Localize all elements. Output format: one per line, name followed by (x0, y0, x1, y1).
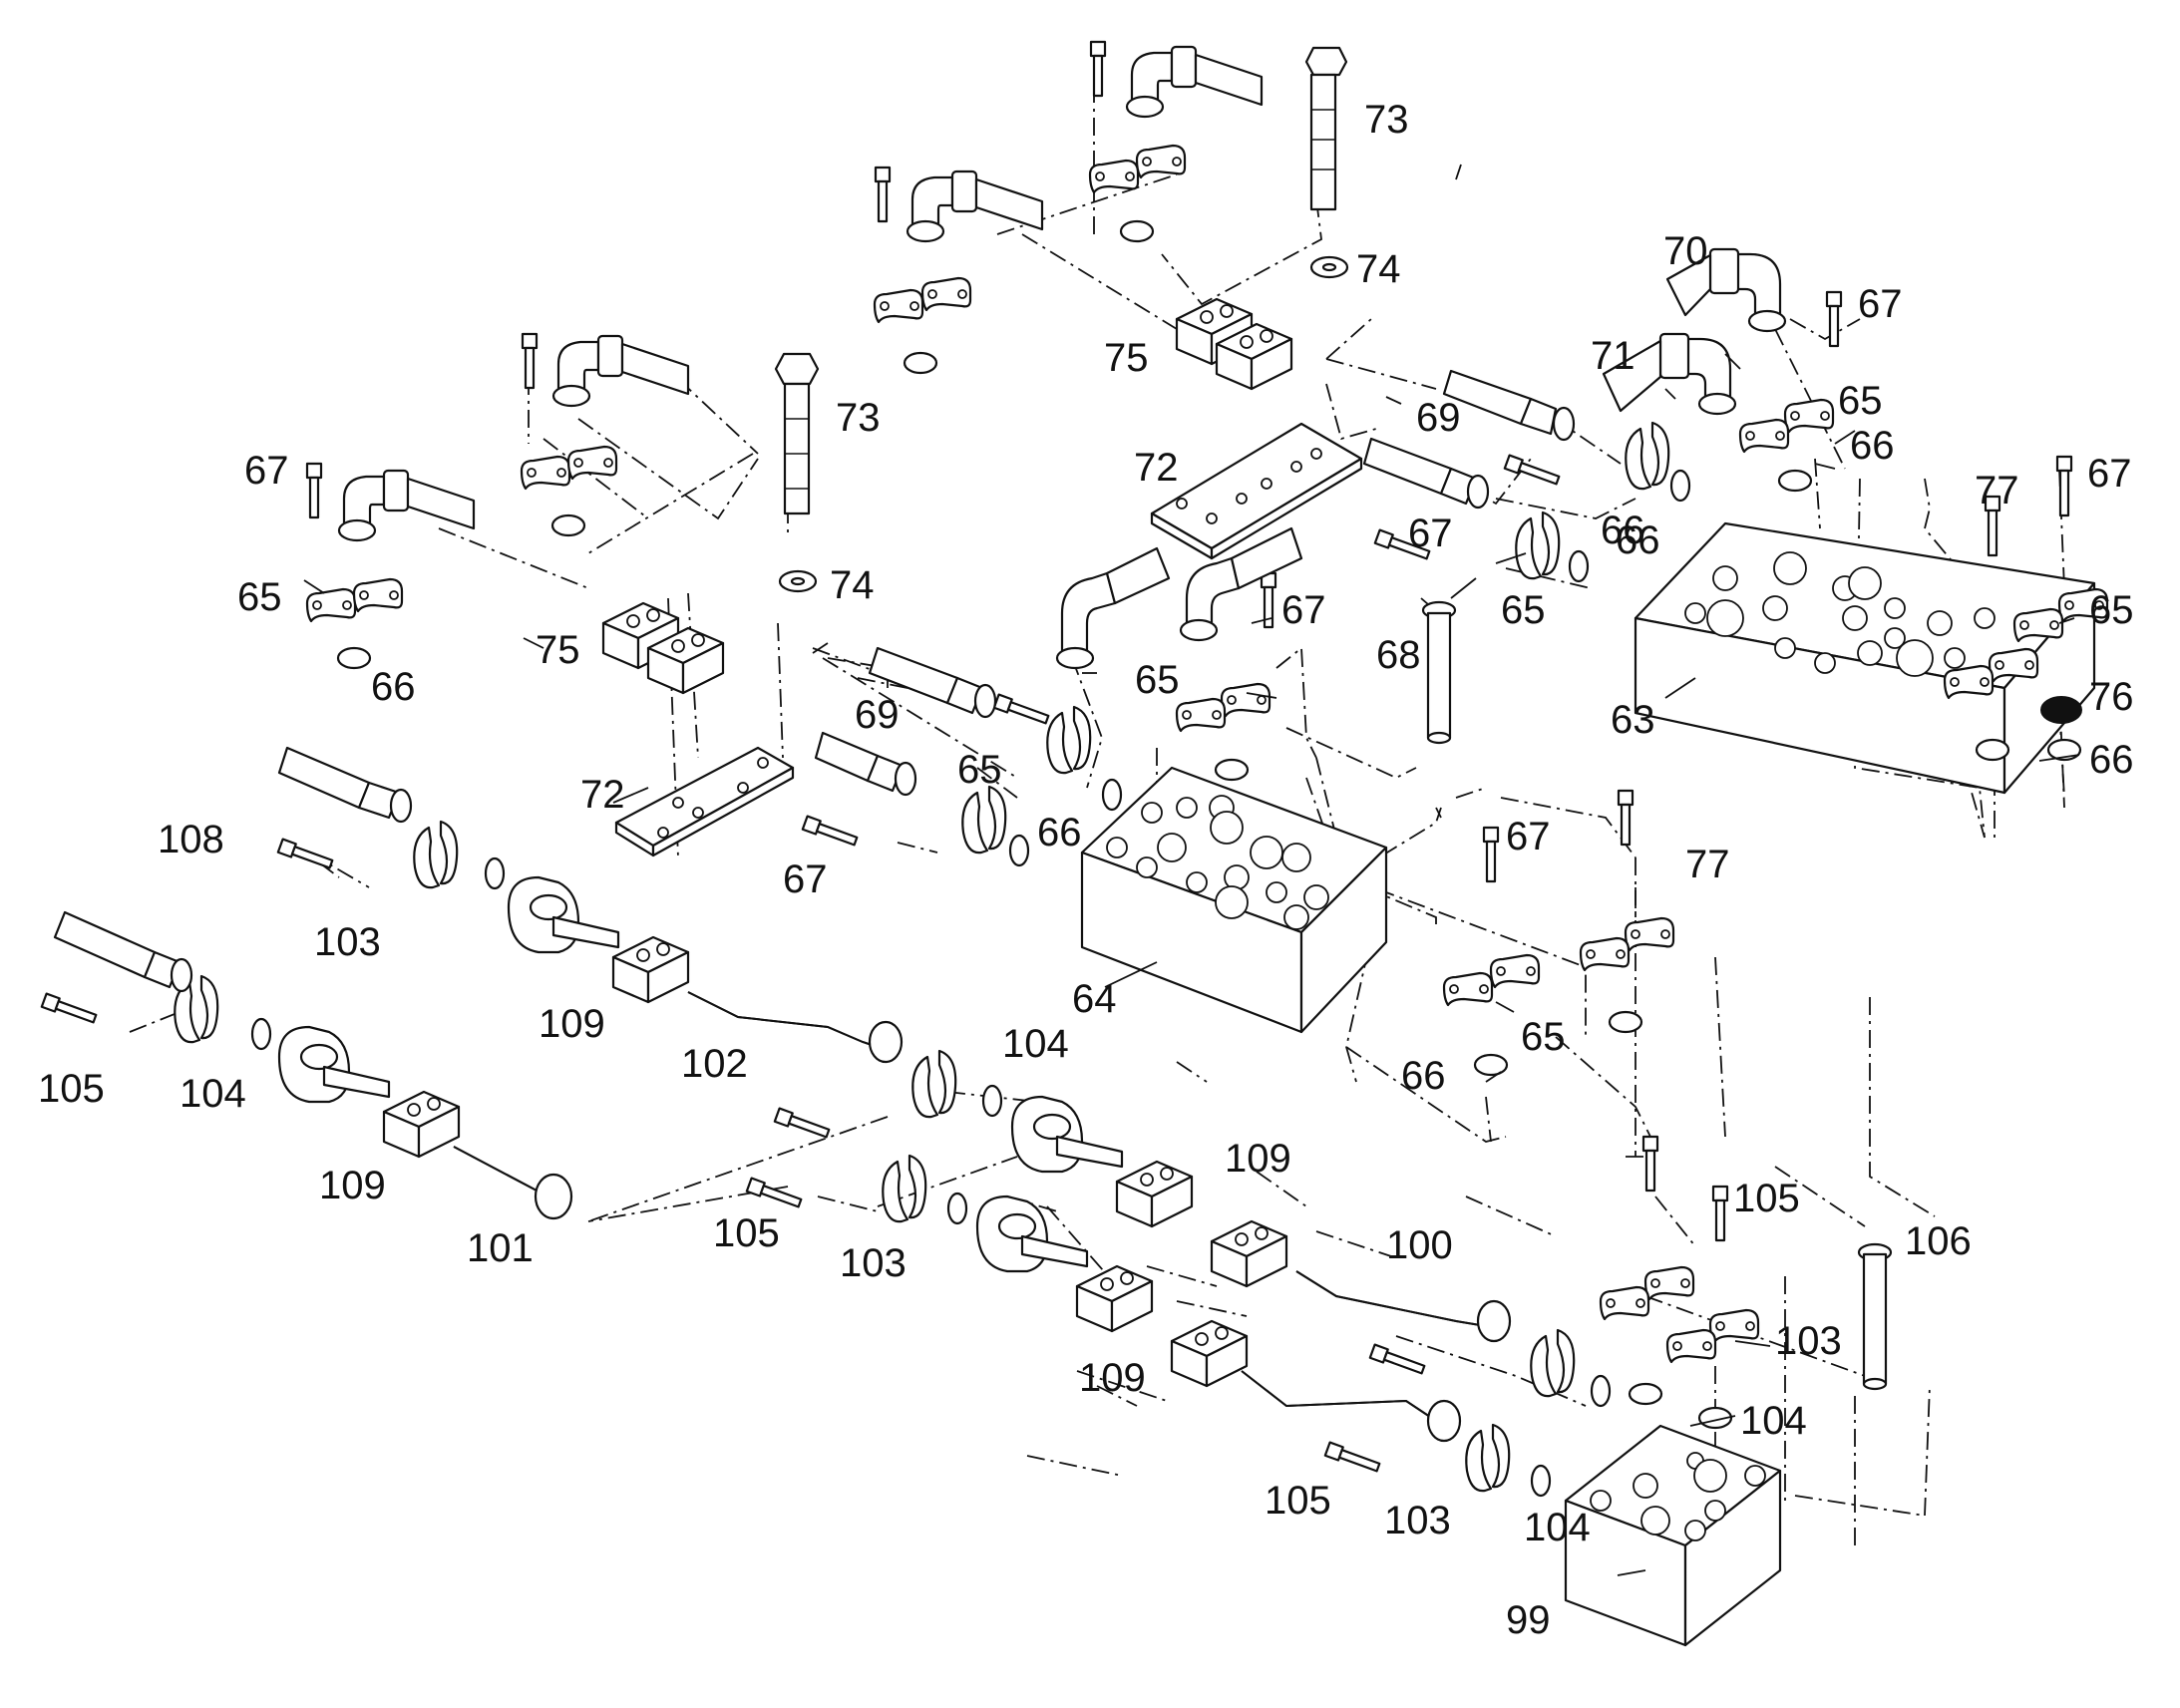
callout-105-b: 105 (1733, 1177, 1800, 1220)
callout-63: 63 (1611, 698, 1655, 742)
split-flange-clamps (174, 421, 1670, 1493)
callout-66-a: 66 (1850, 424, 1895, 468)
callout-72-left: 72 (580, 773, 625, 817)
flange-stubs (277, 875, 1124, 1273)
callout-74-top: 74 (1356, 247, 1401, 291)
callout-67-f: 67 (2087, 452, 2132, 496)
callout-66-b: 66 (371, 665, 416, 709)
callout-105-c: 105 (713, 1211, 780, 1255)
callout-106: 106 (1905, 1219, 1972, 1263)
bolt-73-top (1304, 46, 1348, 211)
callout-77-a: 77 (1975, 469, 2019, 512)
callout-103-a: 103 (314, 920, 381, 964)
callout-73-top: 73 (1364, 98, 1409, 142)
callout-99: 99 (1506, 1598, 1551, 1642)
bolt-68 (1421, 600, 1457, 745)
callout-67-a: 67 (1858, 282, 1903, 326)
callout-66-e: 66 (1616, 518, 1660, 562)
callout-104-b: 104 (1002, 1022, 1069, 1066)
callout-65-d: 65 (1135, 658, 1180, 702)
callout-64: 64 (1072, 977, 1117, 1021)
leader-lines (303, 164, 2080, 1576)
callout-109-c: 109 (1225, 1137, 1291, 1181)
callout-72-top: 72 (1134, 446, 1179, 490)
callout-69-top: 69 (1416, 396, 1461, 440)
manifold-block-99 (1564, 1424, 1782, 1647)
callout-67-c: 67 (783, 857, 828, 901)
callout-66-g: 66 (1401, 1054, 1446, 1098)
straight-hoses (53, 369, 1576, 993)
callout-104-d: 104 (1524, 1506, 1591, 1549)
hose-fitting-71 (1602, 332, 1737, 416)
callout-71: 71 (1591, 334, 1635, 378)
callout-108: 108 (158, 818, 224, 861)
callout-105-a: 105 (38, 1067, 105, 1111)
callout-65-b: 65 (237, 575, 282, 619)
callout-102: 102 (681, 1042, 748, 1086)
callout-109-a: 109 (539, 1002, 605, 1046)
callout-101: 101 (467, 1226, 534, 1270)
callout-73-left: 73 (836, 396, 881, 440)
callout-65-f: 65 (2089, 588, 2134, 632)
callout-104-a: 104 (180, 1072, 246, 1116)
callout-66-f: 66 (2089, 738, 2134, 782)
callout-67-e: 67 (1408, 512, 1453, 555)
callout-66-c: 66 (1037, 811, 1082, 854)
callout-65-e: 65 (1501, 588, 1546, 632)
callout-105-d: 105 (1265, 1479, 1331, 1523)
callout-67-g: 67 (1506, 815, 1551, 858)
bent-tubes (453, 991, 1512, 1443)
callout-103-c: 103 (840, 1241, 907, 1285)
callout-66-h: 66 (1601, 509, 1645, 552)
manifold-block-63 (1634, 521, 2096, 795)
callout-69-left: 69 (855, 693, 900, 737)
callout-75-top: 75 (1104, 336, 1149, 380)
callout-100: 100 (1386, 1223, 1453, 1267)
callout-74-left: 74 (830, 563, 875, 607)
callout-75-left: 75 (536, 628, 580, 672)
callout-67-d: 67 (1281, 588, 1326, 632)
callout-109-b: 109 (319, 1164, 386, 1207)
screws (40, 40, 2073, 1473)
callout-104-c: 104 (1740, 1399, 1807, 1443)
callout-70: 70 (1663, 229, 1708, 273)
elbow-hoses (337, 45, 1787, 670)
hose-fitting-70 (1665, 247, 1787, 333)
elbow-hoses-center (1055, 526, 1303, 670)
callout-109-d: 109 (1079, 1356, 1146, 1400)
bolt-106 (1857, 1242, 1893, 1391)
callout-103-d: 103 (1384, 1499, 1451, 1542)
callout-103-b: 103 (1775, 1319, 1842, 1363)
callout-labels: 73 74 75 70 67 71 65 66 69 72 73 67 65 7… (38, 98, 2134, 1642)
callout-65-a: 65 (1838, 379, 1883, 423)
clamp-blocks (382, 297, 1293, 1388)
callout-68: 68 (1376, 633, 1421, 677)
callout-77-b: 77 (1685, 843, 1730, 886)
callout-65-g: 65 (1521, 1015, 1566, 1059)
callout-67-b: 67 (244, 449, 289, 493)
callout-76: 76 (2089, 675, 2134, 719)
manifold-block-64 (1080, 766, 1388, 1034)
flange-halves (305, 144, 2109, 1364)
plug-76 (2040, 696, 2082, 724)
callout-65-c: 65 (957, 748, 1002, 792)
bolt-73-left (774, 352, 820, 515)
clamp-plates-72 (614, 422, 1363, 857)
